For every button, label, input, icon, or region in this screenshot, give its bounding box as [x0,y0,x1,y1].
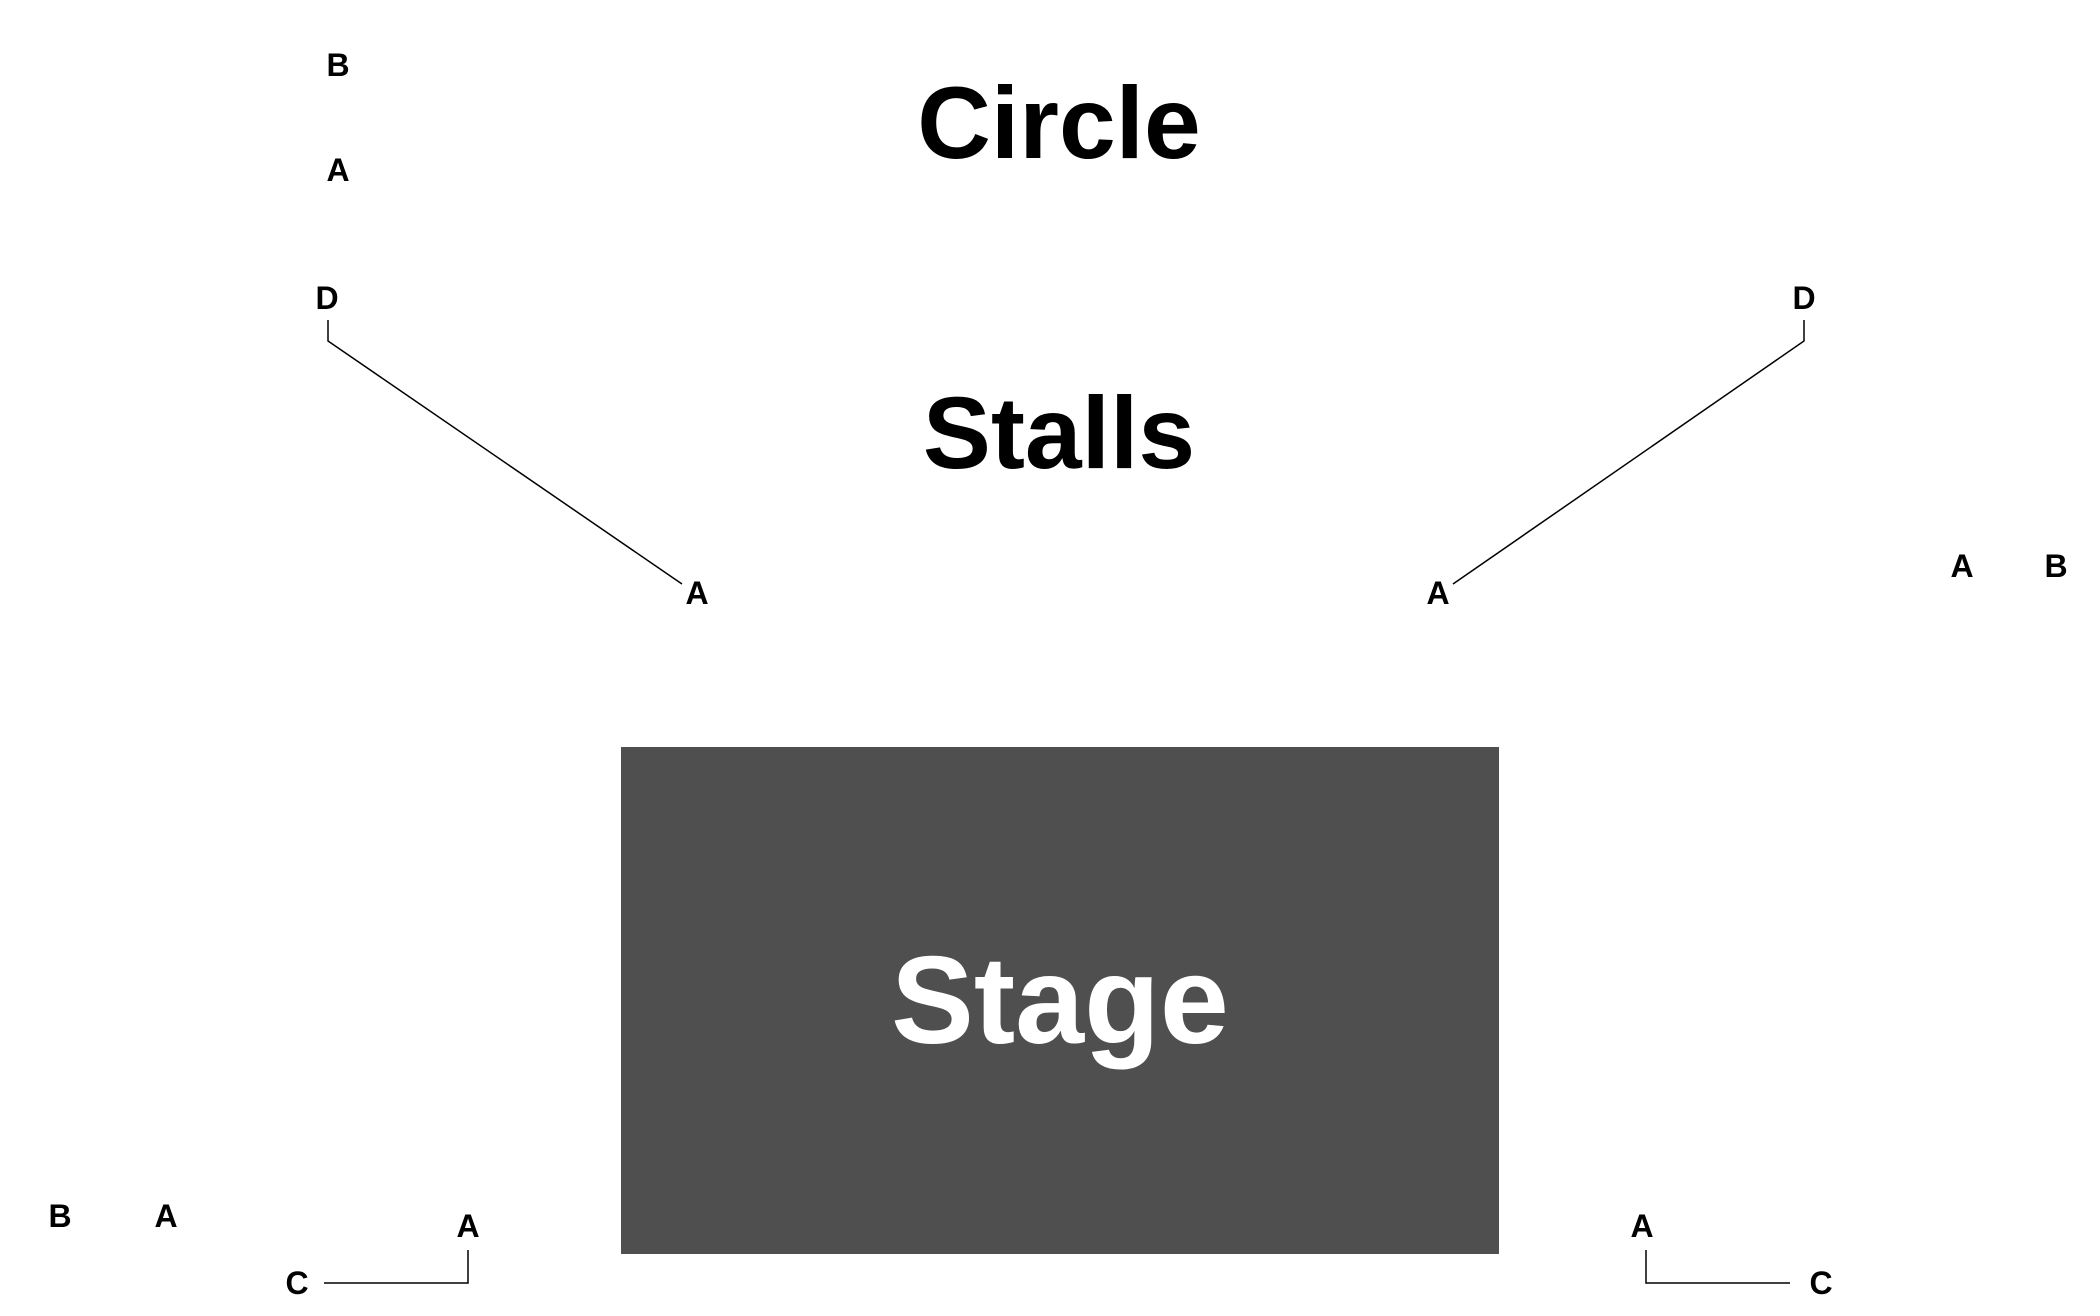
row-label-lower-right-c: C [1809,1265,1833,1301]
row-label-right-box-a: A [1950,548,1974,584]
row-label-stalls-left-a: A [685,575,709,611]
row-label-left-box-a: A [154,1198,178,1234]
row-label-lower-left-c: C [285,1265,309,1301]
row-label-stalls-left-d: D [315,280,339,316]
stalls-section-title: Stalls [922,376,1196,490]
stalls-right-connector [1452,320,1805,585]
row-label-lower-left-a: A [456,1208,480,1244]
stage-area: Stage [621,747,1499,1254]
circle-section-title: Circle [917,66,1201,180]
row-label-lower-right-a: A [1630,1208,1654,1244]
row-label-right-box-b: B [2044,548,2068,584]
stalls-left-connector [327,320,683,585]
row-label-circle-left-a: A [326,152,350,188]
row-label-stalls-right-a: A [1426,575,1450,611]
row-label-circle-left-b: B [326,47,350,83]
stage-label: Stage [891,931,1229,1070]
row-label-stalls-right-d: D [1792,280,1816,316]
lower-right-connector [1645,1250,1790,1284]
lower-left-connector [324,1250,469,1284]
row-label-left-box-b: B [48,1198,72,1234]
